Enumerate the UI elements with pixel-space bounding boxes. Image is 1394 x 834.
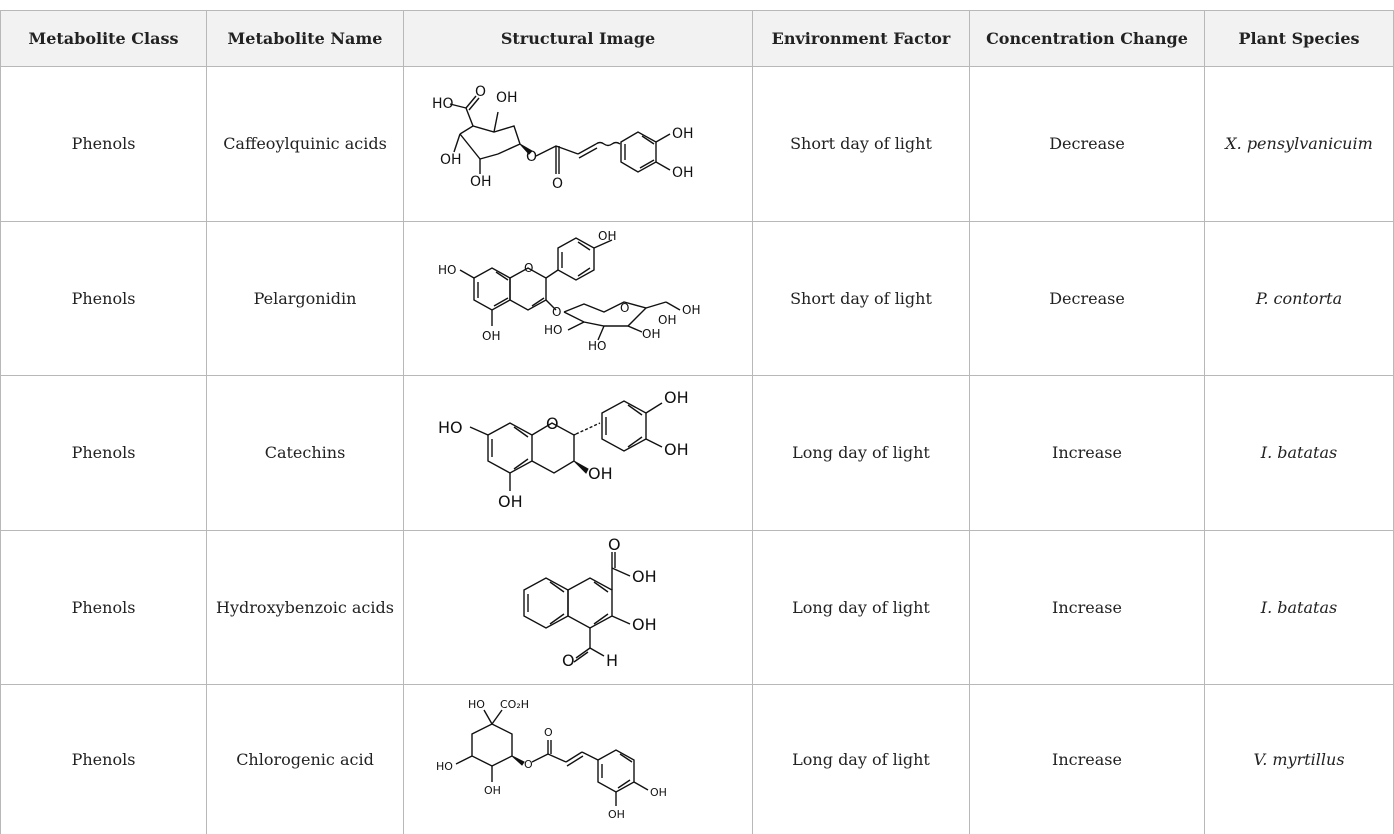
atom-label: OH (470, 174, 492, 190)
structure-cell: OH HO O OH O O OH HO OH HO OH (403, 220, 753, 377)
metabolite-name-cell: Hydroxybenzoic acids (206, 529, 404, 686)
header-row: Metabolite Class Metabolite Name Structu… (0, 10, 1394, 67)
table-row: Phenols Pelargonidin (0, 220, 1394, 377)
metabolite-class-cell: Phenols (0, 684, 207, 834)
atom-label: O (524, 758, 533, 771)
atom-label: OH (632, 615, 657, 634)
environment-factor-cell: Long day of light (752, 375, 970, 531)
header-plant-species: Plant Species (1204, 10, 1394, 67)
atom-label: OH (682, 303, 700, 317)
atom-label: O (546, 414, 559, 433)
atom-label: OH (672, 126, 694, 142)
atom-label: O (552, 176, 563, 192)
atom-label: HO (438, 263, 456, 277)
atom-label: HO (468, 698, 485, 711)
atom-label: OH (642, 327, 660, 341)
atom-label: O (526, 149, 537, 165)
atom-label: OH (664, 388, 689, 407)
atom-label: OH (496, 90, 518, 106)
atom-label: HO (588, 339, 606, 353)
structure-cell: OH HO O OH OH OH (403, 375, 753, 531)
environment-factor-cell: Short day of light (752, 66, 970, 222)
plant-species-cell: X. pensylvanicuim (1204, 66, 1394, 222)
atom-label: OH (658, 313, 676, 327)
atom-label: OH (498, 492, 523, 511)
atom-label: OH (664, 440, 689, 459)
atom-label: OH (598, 229, 616, 243)
atom-label: OH (672, 165, 694, 181)
atom-label: OH (440, 152, 462, 168)
table-row: Phenols Chlorogenic acid (0, 684, 1394, 834)
concentration-change-cell: Increase (969, 529, 1205, 686)
atom-label: O (620, 301, 629, 315)
metabolite-table: Metabolite Class Metabolite Name Structu… (0, 10, 1394, 834)
table-row: Phenols Caffeoylquinic acids (0, 66, 1394, 222)
environment-factor-cell: Long day of light (752, 529, 970, 686)
table-row: Phenols Hydroxybenzoic acids O OH (0, 529, 1394, 686)
atom-label: H (606, 651, 618, 670)
structure-cell: HO O OH OH OH OH O O OH (403, 66, 753, 222)
structure-cell: O OH OH O H (403, 529, 753, 686)
catechin-structure: OH HO O OH OH OH (438, 388, 689, 511)
metabolite-name-cell: Caffeoylquinic acids (206, 66, 404, 222)
caffeoylquinic-acid-structure: HO O OH OH OH OH O O OH (432, 84, 694, 192)
metabolite-name-cell: Pelargonidin (206, 220, 404, 377)
atom-label: HO (432, 96, 454, 112)
header-concentration-change: Concentration Change (969, 10, 1205, 67)
metabolite-class-cell: Phenols (0, 66, 207, 222)
chlorogenic-acid-structure: HO CO₂H HO OH O O OH OH (436, 698, 667, 821)
atom-label: OH (482, 329, 500, 343)
atom-label: O (608, 535, 621, 554)
plant-species-cell: V. myrtillus (1204, 684, 1394, 834)
plant-species-cell: I. batatas (1204, 375, 1394, 531)
atom-label: HO (438, 418, 463, 437)
atom-label: OH (650, 786, 667, 799)
metabolite-class-cell: Phenols (0, 375, 207, 531)
atom-label: O (544, 726, 553, 739)
atom-label: OH (588, 464, 613, 483)
structure-cell: HO CO₂H HO OH O O OH OH (403, 684, 753, 834)
metabolite-class-cell: Phenols (0, 220, 207, 377)
environment-factor-cell: Long day of light (752, 684, 970, 834)
concentration-change-cell: Increase (969, 375, 1205, 531)
plant-species-cell: P. contorta (1204, 220, 1394, 377)
concentration-change-cell: Increase (969, 684, 1205, 834)
atom-label: CO₂H (500, 698, 529, 711)
atom-label: O (475, 84, 486, 100)
plant-species-cell: I. batatas (1204, 529, 1394, 686)
metabolite-class-cell: Phenols (0, 529, 207, 686)
hydroxynaphthoic-acid-structure: O OH OH O H (523, 535, 657, 670)
atom-label: OH (608, 808, 625, 821)
atom-label: O (552, 305, 561, 319)
atom-label: HO (544, 323, 562, 337)
pelargonidin-structure: OH HO O OH O O OH HO OH HO OH (438, 229, 700, 353)
atom-label: O (524, 261, 533, 275)
atom-label: OH (632, 567, 657, 586)
atom-label: HO (436, 760, 453, 773)
header-structural-image: Structural Image (403, 10, 753, 67)
metabolite-name-cell: Catechins (206, 375, 404, 531)
table-row: Phenols Catechins OH HO O (0, 375, 1394, 531)
concentration-change-cell: Decrease (969, 220, 1205, 377)
header-metabolite-name: Metabolite Name (206, 10, 404, 67)
header-environment-factor: Environment Factor (752, 10, 970, 67)
environment-factor-cell: Short day of light (752, 220, 970, 377)
concentration-change-cell: Decrease (969, 66, 1205, 222)
atom-label: O (562, 651, 575, 670)
atom-label: OH (484, 784, 501, 797)
metabolite-name-cell: Chlorogenic acid (206, 684, 404, 834)
header-metabolite-class: Metabolite Class (0, 10, 207, 67)
